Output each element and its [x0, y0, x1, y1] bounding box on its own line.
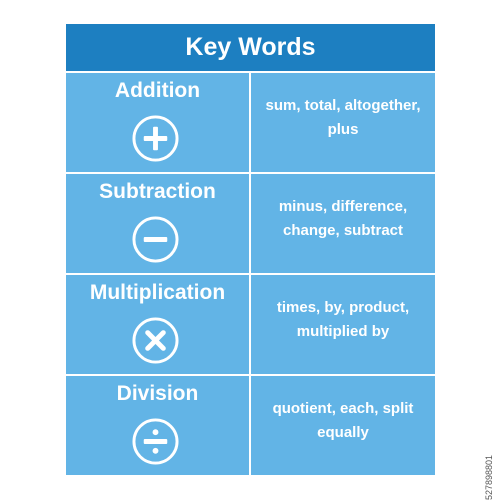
keywords-cell: times, by, product, multiplied by — [251, 275, 435, 374]
row-subtraction: Subtraction minus, difference, change, s… — [66, 174, 435, 273]
minus-circle-icon — [132, 216, 179, 263]
row-division: Division quotient, each, split equally — [66, 376, 435, 475]
plus-circle-icon — [132, 115, 179, 162]
operation-cell: Division — [66, 376, 249, 475]
operation-name: Division — [116, 382, 199, 405]
operation-name: Multiplication — [89, 281, 226, 304]
row-addition: Addition sum, total, altogether, plus — [66, 73, 435, 172]
keywords-cell: minus, difference, change, subtract — [251, 174, 435, 273]
operation-cell: Addition — [66, 73, 249, 172]
key-words-chart: Key Words Addition sum, total, altogethe… — [66, 24, 435, 476]
operation-name: Addition — [114, 79, 201, 102]
keywords-text: minus, difference, change, subtract — [278, 197, 408, 239]
operation-cell: Multiplication — [66, 275, 249, 374]
operation-name: Subtraction — [99, 180, 216, 203]
keywords-text: times, by, product, multiplied by — [276, 298, 410, 340]
keywords-text: sum, total, altogether, plus — [265, 96, 421, 138]
operation-cell: Subtraction — [66, 174, 249, 273]
row-multiplication: Multiplication times, by, product, multi… — [66, 275, 435, 374]
times-circle-icon — [132, 317, 179, 364]
keywords-text: quotient, each, split equally — [272, 399, 414, 441]
divide-circle-icon — [132, 418, 179, 465]
keywords-cell: quotient, each, split equally — [251, 376, 435, 475]
keywords-cell: sum, total, altogether, plus — [251, 73, 435, 172]
chart-title: Key Words — [66, 24, 435, 71]
stock-id-watermark: 527898801 — [484, 454, 494, 500]
